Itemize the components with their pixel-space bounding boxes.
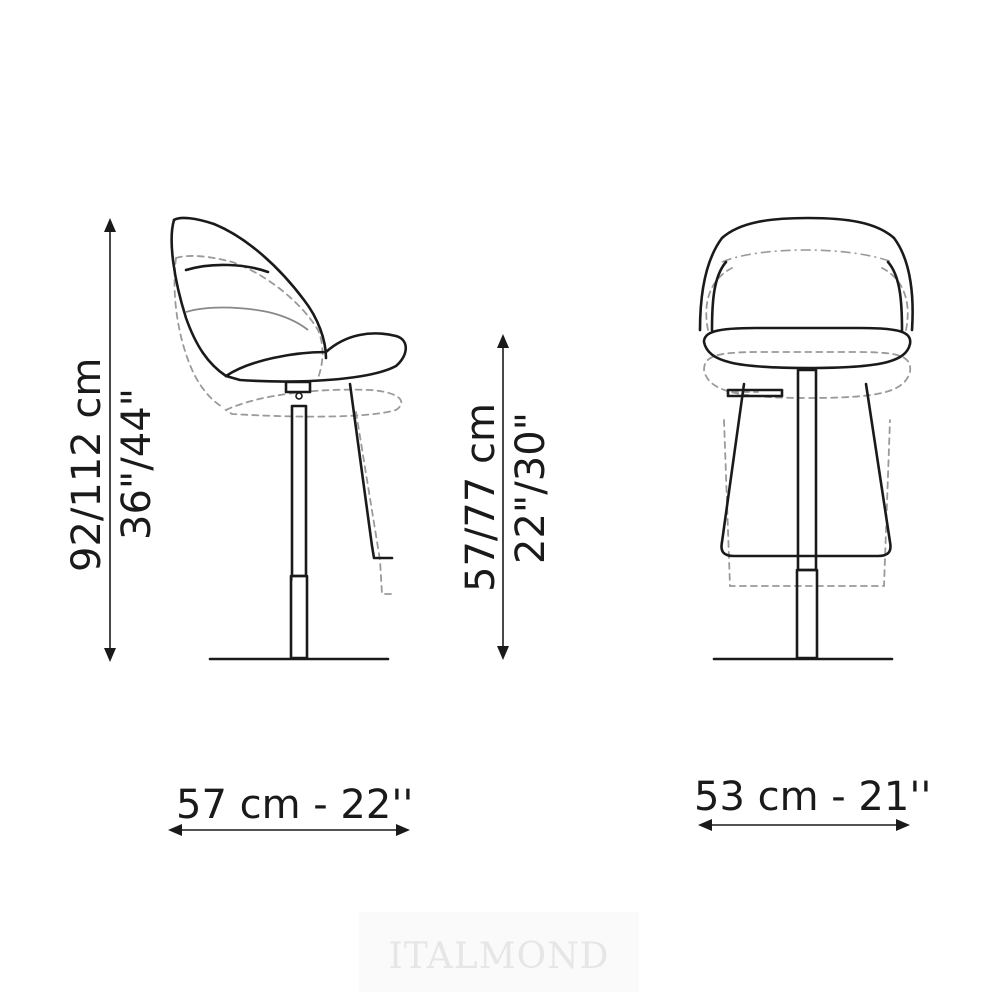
arrow-down-icon: [497, 646, 509, 660]
lowered-footrest-outline: [355, 411, 395, 595]
total-height-imperial-label: 36"/44": [114, 388, 160, 540]
arrow-left-icon: [168, 824, 182, 836]
lowered-backrest-top: [721, 249, 893, 263]
seat-height-dimension: 57/77 cm 22"/30": [458, 334, 554, 660]
gas-column-lower: [289, 574, 309, 660]
lowered-seat-outline: [224, 388, 403, 418]
gas-column-upper: [290, 404, 308, 578]
stool-front-view: [698, 216, 914, 661]
arrow-down-icon: [104, 648, 116, 662]
backrest-outer: [698, 216, 914, 332]
footrest-bar: [348, 382, 394, 560]
lever-knob-icon: [295, 392, 303, 400]
backrest-top-seam: [184, 263, 270, 274]
arrow-right-icon: [896, 819, 910, 831]
backrest-back-edge: [170, 218, 228, 378]
lowered-backrest-sides: [705, 267, 909, 331]
watermark-background: [359, 912, 639, 992]
backrest-inner-edges: [710, 260, 904, 332]
seat-cushion: [702, 326, 912, 370]
arrow-left-icon: [698, 819, 712, 831]
backrest-outer: [172, 216, 328, 360]
seat-cushion: [224, 332, 408, 383]
gas-column-lower: [795, 568, 819, 660]
gas-column-upper: [796, 368, 818, 572]
watermark-text: ITALMOND: [389, 936, 610, 977]
arrow-up-icon: [104, 218, 116, 232]
seat-mount-plate: [284, 380, 312, 394]
backrest-seam: [185, 306, 309, 331]
depth-dimension: 57 cm - 22'': [168, 782, 413, 836]
total-height-metric-label: 92/112 cm: [64, 358, 110, 572]
seat-height-imperial-label: 22"/30": [508, 412, 554, 564]
depth-label: 57 cm - 22'': [176, 782, 413, 828]
arrow-up-icon: [497, 334, 509, 348]
footrest-frame: [720, 382, 892, 558]
lowered-frame-outline: [723, 419, 891, 587]
lowered-back-edge: [173, 257, 225, 409]
watermark: ITALMOND: [359, 912, 639, 992]
lowered-seat-outline: [703, 351, 912, 399]
stool-side-view: [170, 216, 408, 661]
arrow-right-icon: [396, 824, 410, 836]
lowered-backrest-outline: [175, 255, 324, 379]
seat-height-metric-label: 57/77 cm: [458, 403, 504, 592]
total-height-dimension: 92/112 cm 36"/44": [64, 218, 160, 662]
width-dimension: 53 cm - 21'': [694, 774, 931, 831]
width-label: 53 cm - 21'': [694, 774, 931, 820]
height-lever: [726, 388, 784, 398]
